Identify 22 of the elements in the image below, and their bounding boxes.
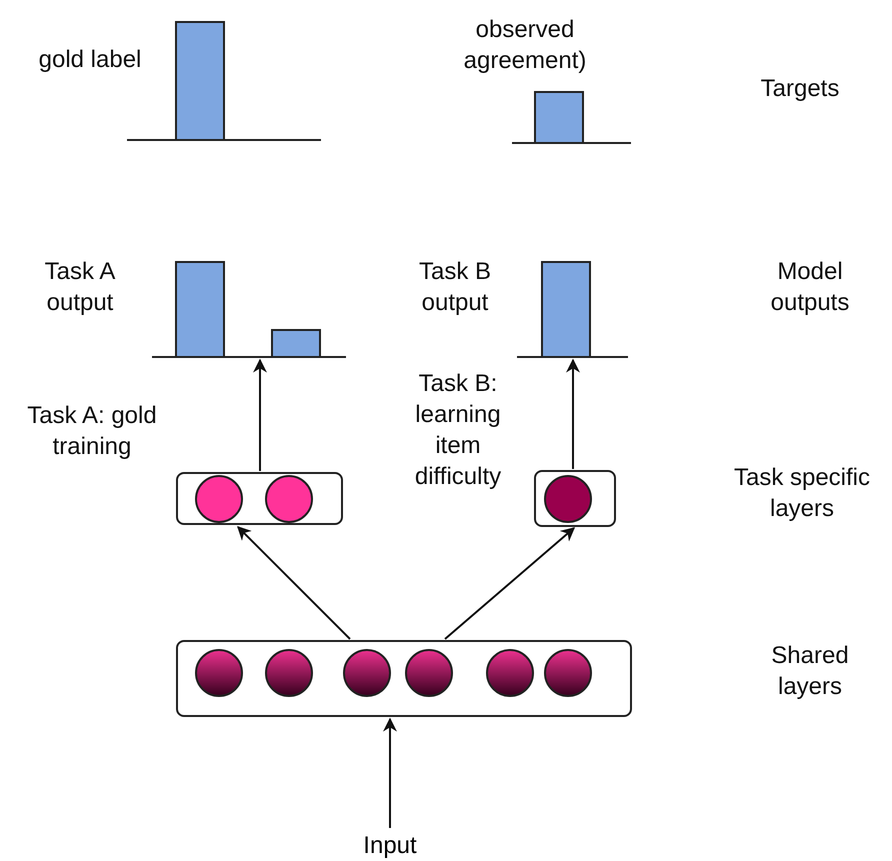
bar-chart-drawing bbox=[152, 260, 346, 359]
layer-box bbox=[534, 470, 616, 527]
input-label: Input bbox=[350, 830, 430, 861]
row-label: Shared layers bbox=[770, 641, 850, 702]
layer-box bbox=[176, 472, 343, 525]
arrow bbox=[566, 358, 580, 469]
node-label: Task A output bbox=[44, 257, 116, 318]
node-label: gold label bbox=[38, 45, 142, 75]
arrow bbox=[253, 358, 267, 471]
node-label: Task A: gold training bbox=[26, 401, 158, 462]
node-label: observed agreement) bbox=[462, 15, 588, 76]
bar-chart-drawing bbox=[512, 90, 631, 145]
row-label: Task specific layers bbox=[732, 463, 872, 524]
arrow bbox=[383, 718, 397, 828]
row-label: Targets bbox=[760, 74, 840, 104]
node-label: Task B: learning item difficulty bbox=[414, 369, 502, 492]
layer-box bbox=[176, 640, 632, 717]
row-label: Model outputs bbox=[770, 257, 850, 318]
arrow bbox=[444, 527, 576, 640]
bar-chart-drawing bbox=[517, 260, 628, 359]
arrow bbox=[237, 526, 351, 640]
node-label: Task B output bbox=[418, 257, 492, 318]
